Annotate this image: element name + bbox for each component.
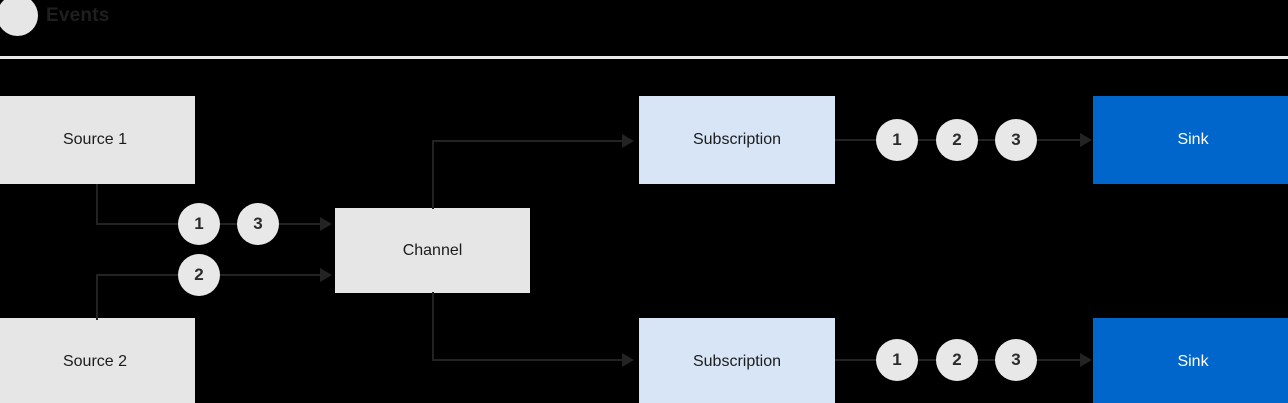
node-source-1-label: Source 1: [62, 131, 128, 148]
event-circle: 3: [995, 119, 1037, 161]
node-subscription-top-label: Subscription: [692, 131, 782, 148]
event-circle: 2: [178, 254, 220, 296]
event-circle-label: 2: [194, 265, 204, 284]
node-subscription-bottom: Subscription: [639, 318, 835, 403]
event-circle-label: 2: [952, 130, 962, 149]
circle-icon: [0, 0, 38, 36]
arrowhead-source2-to-channel: [320, 268, 332, 282]
event-circle-label: 3: [1011, 130, 1021, 149]
node-sink-bottom: Sink: [1093, 318, 1288, 403]
node-source-2-label: Source 2: [62, 353, 128, 370]
node-subscription-top: Subscription: [639, 96, 835, 184]
event-circle-label: 3: [1011, 350, 1021, 369]
event-circle-label: 3: [253, 214, 263, 233]
event-circle-label: 1: [892, 130, 902, 149]
node-sink-top: Sink: [1093, 96, 1288, 184]
connector-channel-up-horizontal: [432, 140, 624, 142]
node-source-2: Source 2: [0, 318, 195, 403]
event-circle: 1: [876, 119, 918, 161]
arrowhead-subscription-bottom-to-sink: [1080, 353, 1092, 367]
connector-channel-down-horizontal: [432, 359, 624, 361]
event-circle: 2: [936, 119, 978, 161]
event-circle: 3: [237, 203, 279, 245]
event-circle: 1: [876, 339, 918, 381]
event-circle: 2: [936, 339, 978, 381]
event-circle-label: 2: [952, 350, 962, 369]
node-source-1: Source 1: [0, 96, 195, 184]
connector-source2-vertical: [96, 274, 98, 320]
node-channel: Channel: [335, 208, 530, 293]
arrowhead-subscription-top-to-sink: [1080, 133, 1092, 147]
event-circle: 1: [178, 203, 220, 245]
arrowhead-source1-to-channel: [320, 217, 332, 231]
node-sink-top-label: Sink: [1177, 131, 1209, 148]
node-channel-label: Channel: [402, 241, 463, 259]
event-circle-label: 1: [194, 214, 204, 233]
arrowhead-channel-to-subscription-bottom: [622, 353, 634, 367]
node-sink-bottom-label: Sink: [1177, 353, 1209, 370]
connector-channel-down-vertical: [432, 292, 434, 361]
event-circle-label: 1: [892, 350, 902, 369]
arrowhead-channel-to-subscription-top: [622, 134, 634, 148]
page-title: Events: [46, 5, 110, 26]
node-subscription-bottom-label: Subscription: [692, 353, 782, 370]
header-divider: [0, 56, 1288, 59]
event-circle: 3: [995, 339, 1037, 381]
connector-source1-vertical: [96, 184, 98, 225]
connector-channel-up-vertical: [432, 140, 434, 209]
